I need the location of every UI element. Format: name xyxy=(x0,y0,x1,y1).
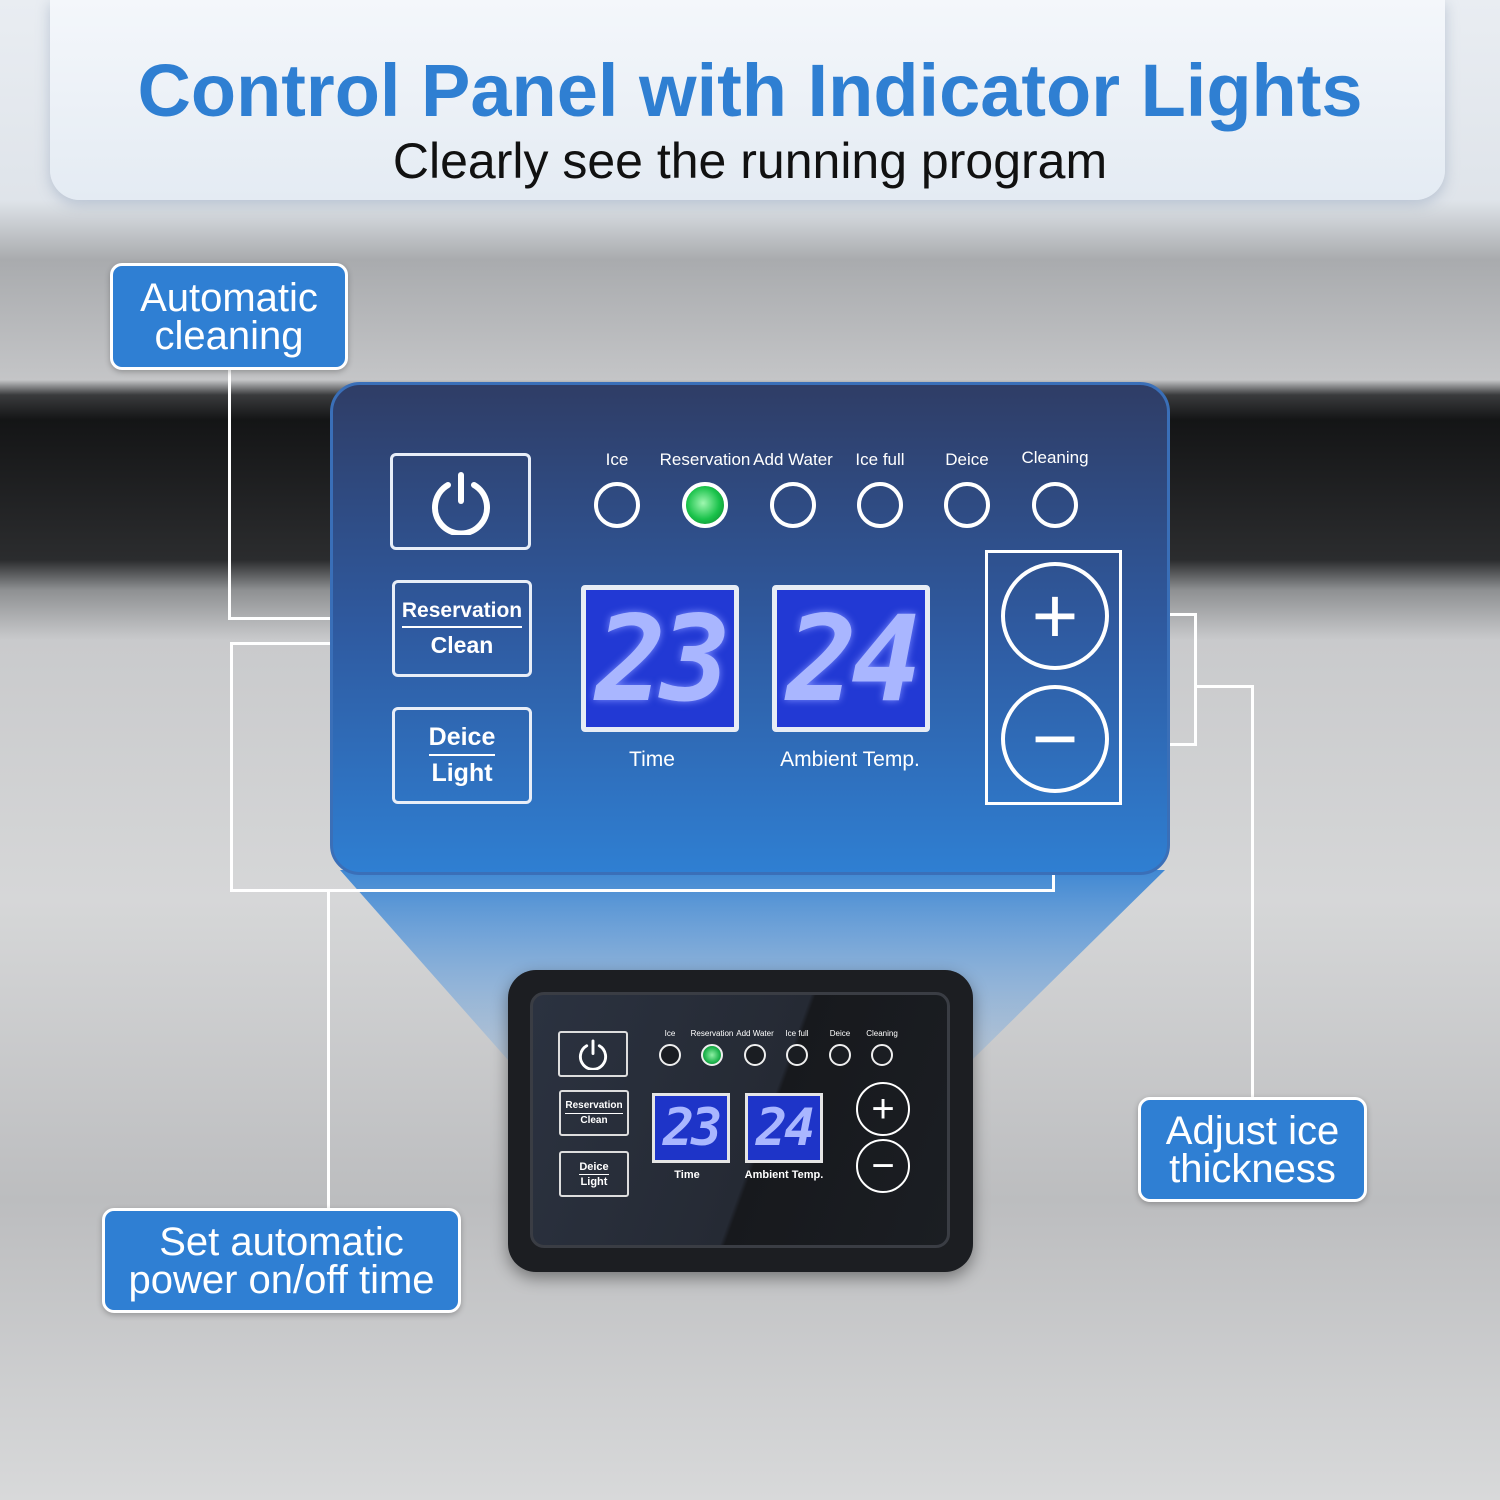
device-indicator-label: Add Water xyxy=(736,1029,774,1038)
temp-display: 24 xyxy=(772,585,930,732)
device-reservation-clean-button[interactable]: Reservation Clean xyxy=(559,1090,629,1136)
device-power-button[interactable] xyxy=(558,1031,628,1077)
button-label: Deice xyxy=(579,1160,609,1175)
device-indicator-light xyxy=(871,1044,893,1066)
connector-line xyxy=(1251,685,1254,1098)
device-indicator-light xyxy=(701,1044,723,1066)
button-label: Reservation xyxy=(401,599,523,628)
button-label: Reservation xyxy=(565,1099,623,1114)
connector-line xyxy=(228,617,393,620)
indicator-label: Reservation xyxy=(659,450,751,469)
device-indicator-label: Cleaning xyxy=(866,1029,898,1038)
device-temp-display: 24 xyxy=(745,1093,823,1163)
device-deice-light-button[interactable]: Deice Light xyxy=(559,1151,629,1197)
callout-power-time: Set automatic power on/off time xyxy=(102,1208,461,1313)
adjust-buttons-frame xyxy=(985,550,1122,805)
device-indicator-light xyxy=(659,1044,681,1066)
callout-text: Automatic xyxy=(140,275,318,320)
indicator-label: Deice xyxy=(945,450,989,469)
device-time-label: Time xyxy=(674,1169,700,1181)
device-indicator-label: Deice xyxy=(829,1029,851,1038)
device-indicator-label: Reservation xyxy=(690,1029,734,1038)
power-button[interactable] xyxy=(390,453,531,550)
page-subtitle: Clearly see the running program xyxy=(392,133,1108,189)
callout-ice-thickness: Adjust ice thickness xyxy=(1138,1097,1367,1202)
button-label: Light xyxy=(431,759,493,787)
device-temp-label: Ambient Temp. xyxy=(744,1169,824,1181)
button-label: Deice xyxy=(428,723,496,756)
power-icon xyxy=(578,1039,608,1070)
reservation-clean-button[interactable]: Reservation Clean xyxy=(392,580,532,677)
connector-line xyxy=(327,889,330,1209)
device-indicator-label: Ice full xyxy=(785,1029,809,1038)
device-indicator-light xyxy=(829,1044,851,1066)
temp-label: Ambient Temp. xyxy=(780,748,920,771)
indicator-light xyxy=(770,482,816,528)
callout-text: power on/off time xyxy=(128,1257,435,1302)
indicator-light xyxy=(1032,482,1078,528)
connector-line xyxy=(230,889,1055,892)
indicator-light xyxy=(857,482,903,528)
indicator-light xyxy=(944,482,990,528)
device-indicator-label: Ice xyxy=(664,1029,676,1038)
page-title: Control Panel with Indicator Lights xyxy=(137,49,1363,132)
callout-text: thickness xyxy=(1169,1146,1336,1191)
minus-button[interactable]: − xyxy=(1001,685,1109,793)
indicator-label: Cleaning xyxy=(1021,448,1089,467)
device-indicator-light xyxy=(786,1044,808,1066)
plus-button[interactable]: + xyxy=(1001,562,1109,670)
callout-text: cleaning xyxy=(154,313,304,358)
header-banner xyxy=(50,0,1445,200)
indicator-label: Add Water xyxy=(753,450,833,469)
callout-automatic-cleaning: Automatic cleaning xyxy=(110,263,348,370)
device-plus-button[interactable]: + xyxy=(856,1082,910,1136)
device-time-display: 23 xyxy=(652,1093,730,1163)
device-indicator-light xyxy=(744,1044,766,1066)
button-label: Light xyxy=(580,1175,608,1188)
time-label: Time xyxy=(629,748,675,771)
indicator-light xyxy=(594,482,640,528)
time-display: 23 xyxy=(581,585,739,732)
deice-light-button[interactable]: Deice Light xyxy=(392,707,532,804)
connector-line xyxy=(1194,613,1197,746)
device-minus-button[interactable]: − xyxy=(856,1139,910,1193)
indicator-light xyxy=(682,482,728,528)
indicator-label: Ice full xyxy=(855,450,905,469)
callout-text: Adjust ice xyxy=(1165,1108,1340,1153)
button-label: Clean xyxy=(580,1114,608,1126)
connector-line xyxy=(230,642,233,892)
connector-line xyxy=(1194,685,1254,688)
callout-text: Set automatic xyxy=(159,1219,404,1264)
indicator-label: Ice xyxy=(605,450,629,469)
button-label: Clean xyxy=(430,631,494,658)
connector-line xyxy=(230,642,393,645)
connector-line xyxy=(228,370,231,620)
power-icon xyxy=(431,471,490,535)
